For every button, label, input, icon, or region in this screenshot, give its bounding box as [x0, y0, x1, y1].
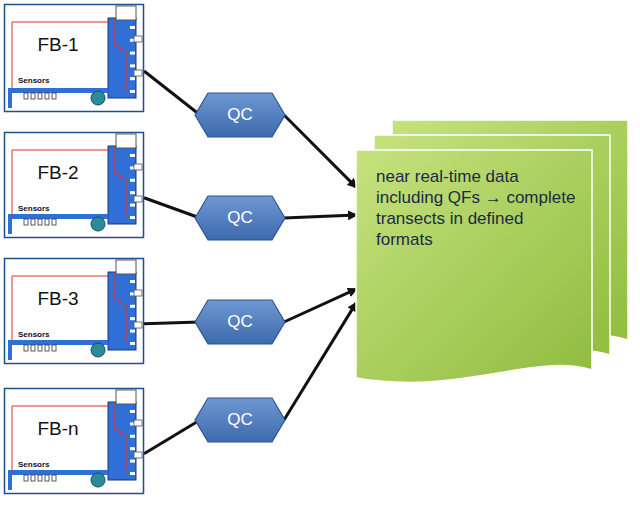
- qc-label: QC: [227, 410, 253, 430]
- sensor-label: Sensors: [18, 330, 50, 339]
- connector-arrow: [284, 289, 356, 322]
- qc-hexagon: QC: [194, 92, 286, 138]
- connector-arrow: [284, 115, 356, 187]
- sensor-label: Sensors: [18, 76, 50, 85]
- qc-hexagon: QC: [194, 195, 286, 241]
- float-illustration: [4, 4, 144, 112]
- sensor-label: Sensors: [18, 460, 50, 469]
- connector-arrow: [284, 215, 356, 218]
- float-box: FB-2Sensors: [4, 132, 144, 238]
- float-illustration: [4, 388, 144, 494]
- float-name: FB-2: [12, 162, 104, 184]
- qc-label: QC: [227, 208, 253, 228]
- qc-hexagon: QC: [194, 397, 286, 443]
- float-illustration: [4, 258, 144, 364]
- qc-hexagon: QC: [194, 299, 286, 345]
- float-name: FB-n: [12, 418, 104, 440]
- float-name: FB-1: [12, 34, 104, 56]
- float-illustration: [4, 132, 144, 238]
- connector-arrow: [144, 198, 200, 218]
- connector-arrow: [144, 420, 200, 454]
- sensor-label: Sensors: [18, 204, 50, 213]
- connector-arrow: [144, 322, 200, 324]
- document-text: near real-time data including QFs → comp…: [376, 166, 576, 250]
- connector-arrow: [144, 71, 200, 115]
- qc-label: QC: [227, 105, 253, 125]
- float-name: FB-3: [12, 288, 104, 310]
- float-box: FB-3Sensors: [4, 258, 144, 364]
- qc-label: QC: [227, 312, 253, 332]
- float-box: FB-nSensors: [4, 388, 144, 494]
- connector-arrow: [284, 303, 356, 420]
- data-document: near real-time data including QFs → comp…: [356, 150, 592, 382]
- float-box: FB-1Sensors: [4, 4, 144, 112]
